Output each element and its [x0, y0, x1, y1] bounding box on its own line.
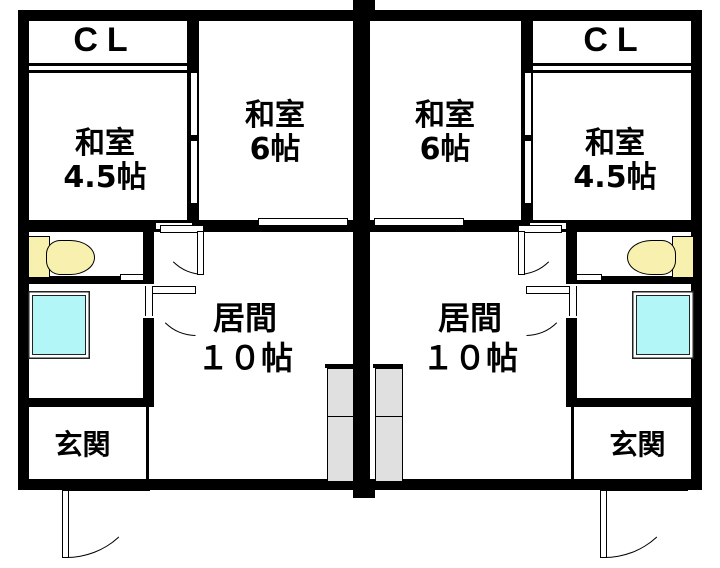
left-washitsu-45-room [20, 68, 190, 220]
right-living-name-label: 居間 [437, 299, 502, 337]
right-corridor-wall [566, 220, 577, 490]
right-entrance-partition-line [571, 407, 574, 479]
right-bath-entrance-divider [572, 398, 702, 407]
left-toilet-bath-divider [18, 276, 148, 284]
right-washitsu6-size-label: 6帖 [419, 132, 471, 167]
right-kitchen-counter-edge [373, 364, 403, 368]
right-toilet-bowl-icon [627, 240, 676, 275]
right-entrance-label: 玄関 [609, 428, 666, 461]
center-party-wall [353, 0, 375, 498]
left-living-size-label: １０帖 [196, 339, 293, 377]
right-kitchen-upper-unit [375, 368, 403, 418]
right-bathtub-icon [636, 295, 690, 355]
left-closet-divider-2 [22, 70, 190, 73]
left-kitchen-counter-edge [325, 364, 355, 368]
right-fusuma-upper[interactable] [524, 73, 532, 135]
right-washitsu45-size-label: 4.5帖 [573, 160, 657, 195]
left-entrance-room [20, 404, 145, 490]
left-kitchen-lower-unit [327, 416, 355, 482]
right-outer-wall-right [691, 10, 702, 490]
left-washitsu45-name-label: 和室 [75, 126, 135, 161]
left-washitsu-6-room [200, 10, 350, 220]
left-entrance-partition-line [146, 407, 149, 479]
right-washitsu6-sliding-door[interactable] [374, 218, 464, 226]
left-washitsu6-sliding-door[interactable] [258, 218, 348, 226]
right-washitsu45-name-label: 和室 [585, 126, 645, 161]
left-washitsu6-size-label: 6帖 [249, 132, 301, 167]
left-washitsu45-size-label: 4.5帖 [63, 160, 147, 195]
left-bathtub-icon [32, 295, 86, 355]
right-entrance-door-arc [604, 490, 678, 558]
left-living-room [155, 232, 350, 490]
left-outer-wall-bottom [18, 479, 360, 490]
left-toilet-bowl-icon [46, 240, 95, 275]
right-living-size-label: １０帖 [421, 339, 518, 377]
right-toilet-door-jamb[interactable] [518, 231, 525, 275]
right-entrance-room [575, 404, 700, 490]
left-bath-entrance-divider [18, 398, 148, 407]
right-outer-wall-bottom [360, 479, 702, 490]
right-toilet-bath-divider [572, 276, 702, 284]
left-closet-label: CL [73, 21, 137, 59]
right-bath-door-jamb[interactable] [569, 286, 577, 316]
left-entrance-threshold [62, 487, 150, 491]
left-living-name-label: 居間 [212, 299, 277, 337]
right-fusuma-lower[interactable] [524, 141, 532, 203]
left-fusuma-upper[interactable] [190, 73, 198, 135]
left-entrance-label: 玄関 [54, 428, 111, 461]
right-kitchen-lower-unit [375, 416, 403, 482]
left-entrance-door-arc [66, 490, 140, 558]
left-corridor-wall [143, 220, 154, 490]
right-washitsu6-name-label: 和室 [415, 98, 475, 133]
right-washitsu-45-room [530, 68, 700, 220]
right-entrance-threshold [600, 487, 688, 491]
right-washitsu-6-room [370, 10, 520, 220]
left-toilet-door-jamb[interactable] [197, 231, 204, 275]
left-washitsu6-name-label: 和室 [245, 98, 305, 133]
left-fusuma-lower[interactable] [190, 141, 198, 203]
right-closet-divider [530, 63, 698, 66]
right-closet-divider-2 [530, 70, 698, 73]
left-closet-divider [22, 63, 190, 66]
left-outer-wall-left [18, 10, 29, 490]
right-closet-label: CL [583, 21, 647, 59]
